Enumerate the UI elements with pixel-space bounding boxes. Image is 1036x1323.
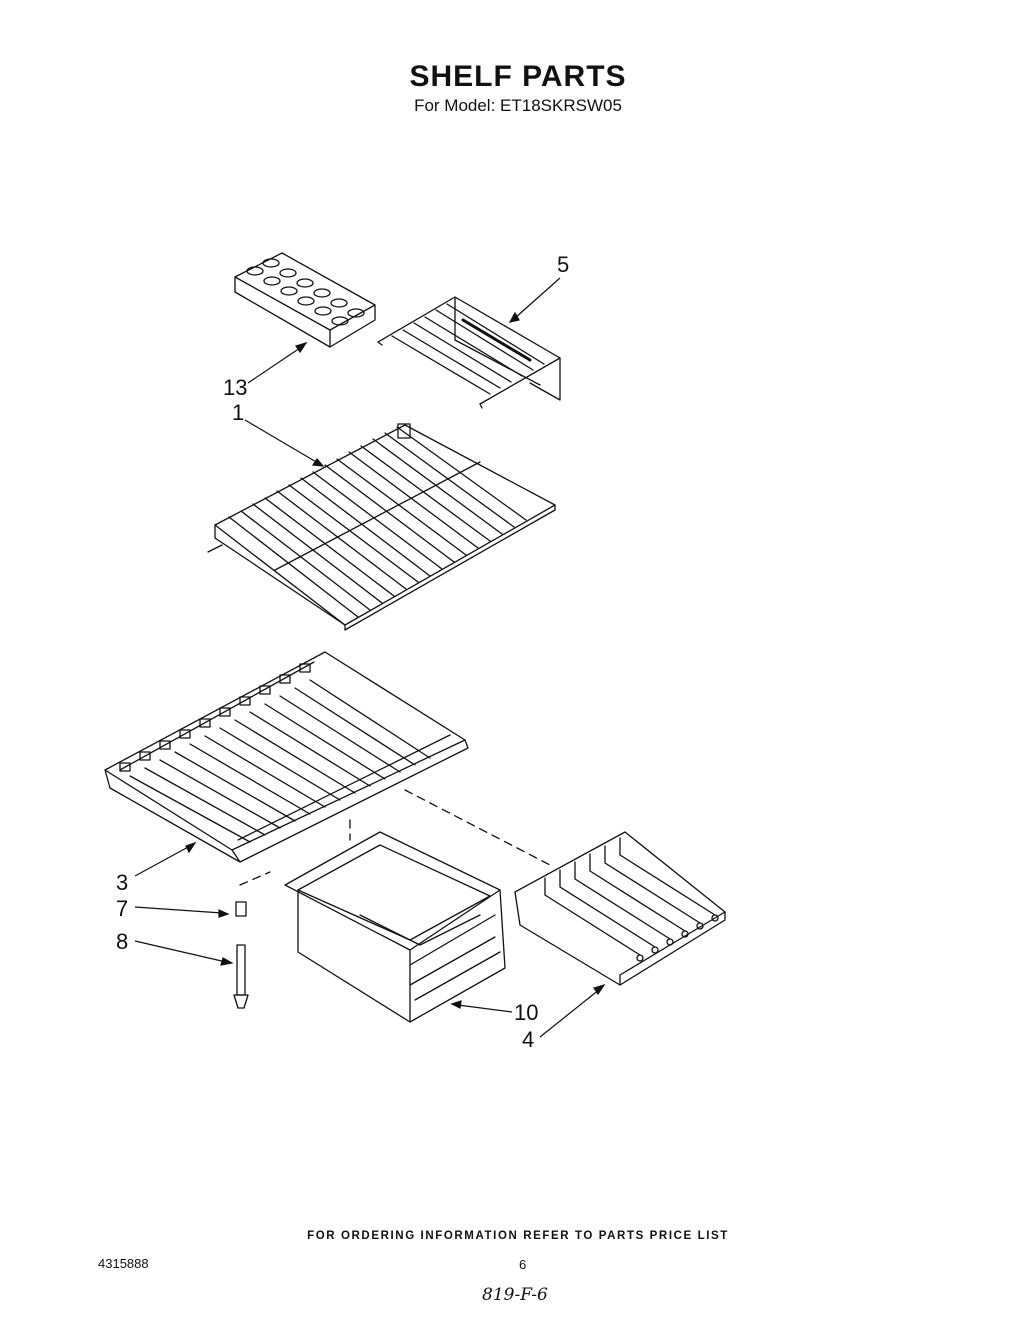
document-number: 4315888 <box>98 1256 149 1271</box>
callout-1: 1 <box>232 400 245 425</box>
crisper-cover-part <box>104 651 469 863</box>
page-number: 6 <box>519 1257 527 1272</box>
callout-13: 13 <box>223 375 248 400</box>
callout-4: 4 <box>522 1027 535 1052</box>
callout-10: 10 <box>514 1000 539 1025</box>
crisper-drawer-part <box>284 831 506 1023</box>
model-subtitle: For Model: ET18SKRSW05 <box>414 96 622 115</box>
support-rod-part <box>233 944 249 1009</box>
wire-basket-part <box>514 831 726 986</box>
clip-part <box>235 901 247 917</box>
ice-tray-part <box>234 252 376 348</box>
handwritten-code: 819-F-6 <box>482 1285 548 1305</box>
ordering-info-note: FOR ORDERING INFORMATION REFER TO PARTS … <box>307 1230 729 1242</box>
callout-5: 5 <box>557 252 570 277</box>
callout-8: 8 <box>116 929 129 954</box>
page-title: SHELF PARTS <box>409 60 627 93</box>
callout-3: 3 <box>116 870 129 895</box>
small-wire-shelf-part <box>377 296 561 409</box>
callout-7: 7 <box>116 896 129 921</box>
large-wire-shelf-part <box>207 423 556 631</box>
